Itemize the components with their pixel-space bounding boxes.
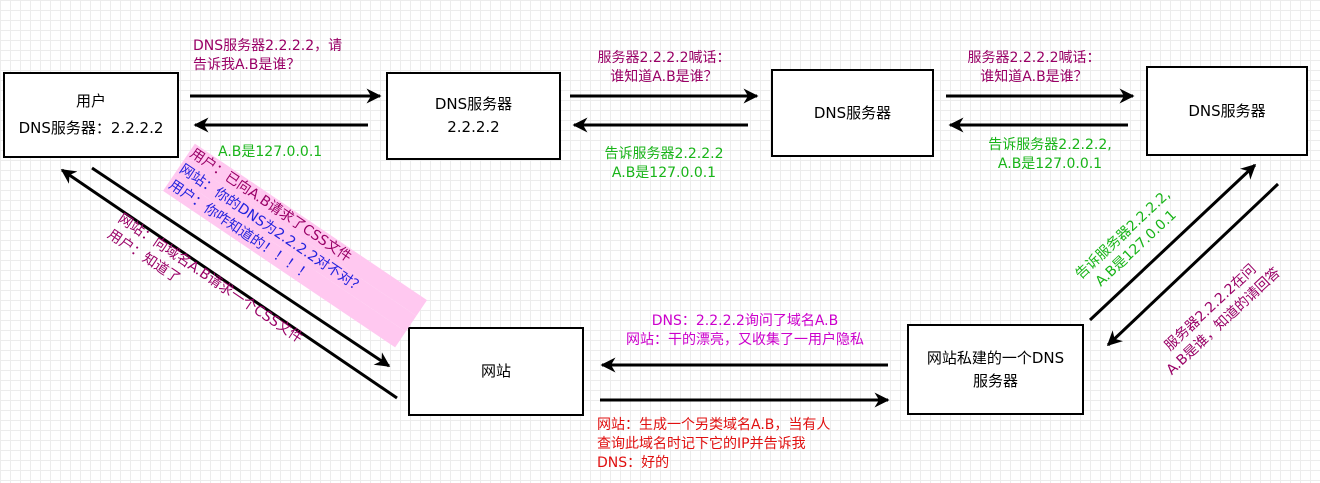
arrow-web-to-user	[60, 168, 398, 400]
website-dns-box-line1: 网站私建的一个DNS	[926, 348, 1065, 367]
label-website-request: 网站：生成一个另类域名A.B，当有人 查询此域名时记下它的IP并告诉我 DNS：…	[597, 417, 831, 471]
label-right-request: 服务器2.2.2.2喊话： 谁知道A.B是谁？	[967, 50, 1101, 85]
dns-right-box: DNS服务器	[1146, 66, 1308, 156]
label-user-request: DNS服务器2.2.2.2，请 告诉我A.B是谁？	[193, 38, 343, 73]
label-right-response: 告诉服务器2.2.2.2, A.B是127.0.0.1	[988, 137, 1112, 172]
dns-2222-box: DNS服务器 2.2.2.2	[386, 72, 561, 160]
website-box: 网站	[408, 327, 584, 416]
arrow-right-to-webdns	[1106, 182, 1280, 347]
arrow-user-to-web	[91, 166, 391, 368]
dns-2222-box-ip: 2.2.2.2	[447, 118, 500, 136]
user-box: 用户 DNS服务器：2.2.2.2	[3, 72, 179, 158]
user-box-title: 用户	[75, 92, 106, 110]
dns-mid-box-title: DNS服务器	[813, 103, 892, 122]
user-box-dns: DNS服务器：2.2.2.2	[18, 119, 164, 137]
arrow-webdns-to-right	[1088, 163, 1257, 322]
dns-right-box-title: DNS服务器	[1188, 101, 1266, 120]
label-website-response: DNS：2.2.2.2询问了域名A.B 网站：干的漂亮，又收集了一用户隐私	[626, 313, 864, 348]
label-user-response: A.B是127.0.0.1	[218, 144, 323, 160]
website-dns-box: 网站私建的一个DNS 服务器	[907, 324, 1084, 415]
website-dns-box-line2: 服务器	[972, 371, 1018, 390]
dns-mid-box: DNS服务器	[771, 69, 934, 157]
website-box-title: 网站	[480, 362, 511, 380]
dns-2222-box-title: DNS服务器	[434, 95, 513, 113]
label-mid-response: 告诉服务器2.2.2.2 A.B是127.0.0.1	[604, 146, 724, 181]
label-mid-request: 服务器2.2.2.2喊话： 谁知道A.B是谁？	[597, 50, 731, 85]
